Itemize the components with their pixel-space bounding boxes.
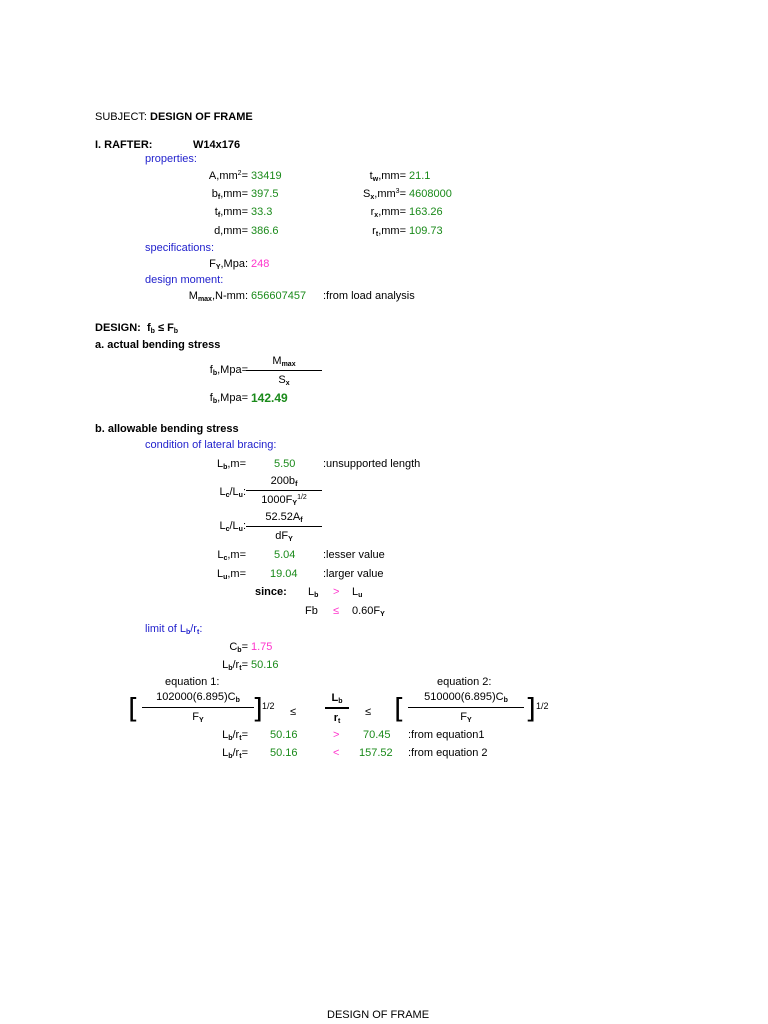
design-heading: DESIGN: fb ≤ Fb	[95, 322, 179, 335]
eq1-denominator: FY	[192, 711, 204, 724]
fy-label: FY,Mpa:	[209, 258, 248, 271]
lb-label: Lb,m=	[216, 458, 246, 471]
fb-formula-label: fb,Mpa=	[209, 364, 248, 377]
lu-value: 19.04	[270, 568, 298, 580]
eq1-exponent: 1/2	[262, 701, 275, 711]
d-label: d,mm=	[214, 225, 248, 237]
rx-label: rx,mm=	[370, 206, 406, 219]
rafter-label: I. RAFTER:	[95, 139, 153, 151]
fb-allow-operator: ≤	[333, 605, 340, 617]
since-right: Lu	[352, 586, 363, 599]
eq-mid-bar	[325, 707, 349, 709]
equation2-label: equation 2:	[437, 676, 492, 688]
fb-result-label: fb,Mpa=	[209, 392, 248, 405]
lu-label: Lu,m=	[216, 568, 246, 581]
eq1-numerator: 102000(6.895)Cb	[156, 691, 240, 704]
design-moment-heading: design moment:	[145, 274, 224, 286]
tw-value: 21.1	[409, 170, 431, 182]
equation1-label: equation 1:	[165, 676, 220, 688]
lclu-eq2-numerator: 52.52Af	[265, 511, 303, 524]
tf-value: 33.3	[251, 206, 273, 218]
fb-allow-left: Fb	[305, 605, 318, 617]
cmp1-value: 50.16	[270, 729, 298, 741]
area-value: 33419	[251, 170, 282, 182]
eq1-fraction-bar	[142, 707, 254, 708]
rx-value: 163.26	[409, 206, 443, 218]
cmp2-operator: <	[333, 747, 340, 759]
lateral-bracing-heading: condition of lateral bracing:	[145, 439, 277, 451]
cmp2-note: :from equation 2	[408, 747, 488, 759]
since-left: Lb	[308, 586, 319, 599]
lc-value: 5.04	[274, 549, 296, 561]
tw-label: tw,mm=	[369, 170, 406, 183]
lb-note: :unsupported length	[323, 458, 421, 470]
properties-heading: properties:	[145, 153, 197, 165]
lclu-eq2-denominator: dFY	[275, 530, 293, 543]
cmp1-limit: 70.45	[363, 729, 391, 741]
rt-value: 109.73	[409, 225, 443, 237]
lclu-eq1-numerator: 200bf	[270, 475, 298, 488]
specifications-heading: specifications:	[145, 242, 215, 254]
sx-label: Sx,mm3=	[363, 188, 406, 201]
bf-label: bf,mm=	[211, 188, 248, 201]
bf-value: 397.5	[251, 188, 279, 200]
mmax-value: 656607457	[251, 290, 307, 302]
since-label: since:	[255, 586, 287, 598]
lclu-eq1-bar	[246, 490, 322, 491]
cmp1-operator: >	[333, 729, 340, 741]
since-operator: >	[333, 586, 340, 598]
footer-title: DESIGN OF FRAME	[327, 1009, 430, 1021]
cmp2-limit: 157.52	[359, 747, 393, 759]
subject-label: SUBJECT:	[95, 111, 147, 123]
lc-note: :lesser value	[323, 549, 385, 561]
cmp2-label: Lb/rt=	[222, 747, 248, 760]
cmp2-value: 50.16	[270, 747, 298, 759]
fb-allow-right: 0.60FY	[352, 605, 385, 618]
mmax-note: :from load analysis	[323, 290, 415, 302]
lb-value: 5.50	[274, 458, 296, 470]
eq2-right-bracket: ]	[525, 692, 536, 725]
rt-label: rt,mm=	[372, 225, 406, 238]
fb-fraction-denominator: Sx	[278, 374, 290, 387]
eq1-left-bracket: [	[128, 692, 139, 725]
lc-label: Lc,m=	[217, 549, 246, 562]
mmax-label: Mmax,N-mm:	[188, 290, 248, 303]
eq2-exponent: 1/2	[536, 701, 549, 711]
tf-label: tf,mm=	[214, 206, 248, 219]
fb-result-value: 142.49	[251, 391, 288, 405]
lclu-eq2-bar	[246, 526, 322, 527]
subject-line: SUBJECT: DESIGN OF FRAME	[95, 111, 253, 124]
fb-fraction-bar	[246, 370, 322, 371]
cmp1-note: :from equation1	[408, 729, 485, 741]
fy-value: 248	[251, 258, 270, 270]
fb-fraction-numerator: Mmax	[272, 355, 296, 368]
lbrt-value: 50.16	[251, 659, 279, 671]
subject-title: DESIGN OF FRAME	[150, 111, 253, 123]
eq-mid-denominator: rt	[333, 712, 341, 725]
eq1-le: ≤	[290, 706, 297, 718]
actual-stress-heading: a. actual bending stress	[95, 339, 221, 351]
eq2-denominator: FY	[460, 711, 472, 724]
rafter-section: W14x176	[193, 139, 241, 151]
eq-mid-numerator: Lb	[331, 692, 343, 705]
lclu-eq1-denominator: 1000FY1/2	[261, 494, 307, 507]
sx-value: 4608000	[409, 188, 452, 200]
area-label: A,mm2=	[208, 170, 248, 182]
lclu-label-1: Lc/Lu:	[219, 486, 246, 499]
eq1-right-bracket: ]	[252, 692, 263, 725]
cmp1-label: Lb/rt=	[222, 729, 248, 742]
eq2-le: ≤	[365, 706, 372, 718]
eq2-left-bracket: [	[394, 692, 405, 725]
d-value: 386.6	[251, 225, 279, 237]
allowable-stress-heading: b. allowable bending stress	[95, 423, 239, 435]
cb-value: 1.75	[251, 641, 273, 653]
eq2-fraction-bar	[408, 707, 524, 708]
lu-note: :larger value	[323, 568, 384, 580]
limit-heading: limit of Lb/rt:	[145, 623, 203, 636]
lbrt-label: Lb/rt=	[222, 659, 248, 672]
eq2-numerator: 510000(6.895)Cb	[424, 691, 508, 704]
lclu-label-2: Lc/Lu:	[219, 520, 246, 533]
cb-label: Cb=	[229, 641, 248, 654]
